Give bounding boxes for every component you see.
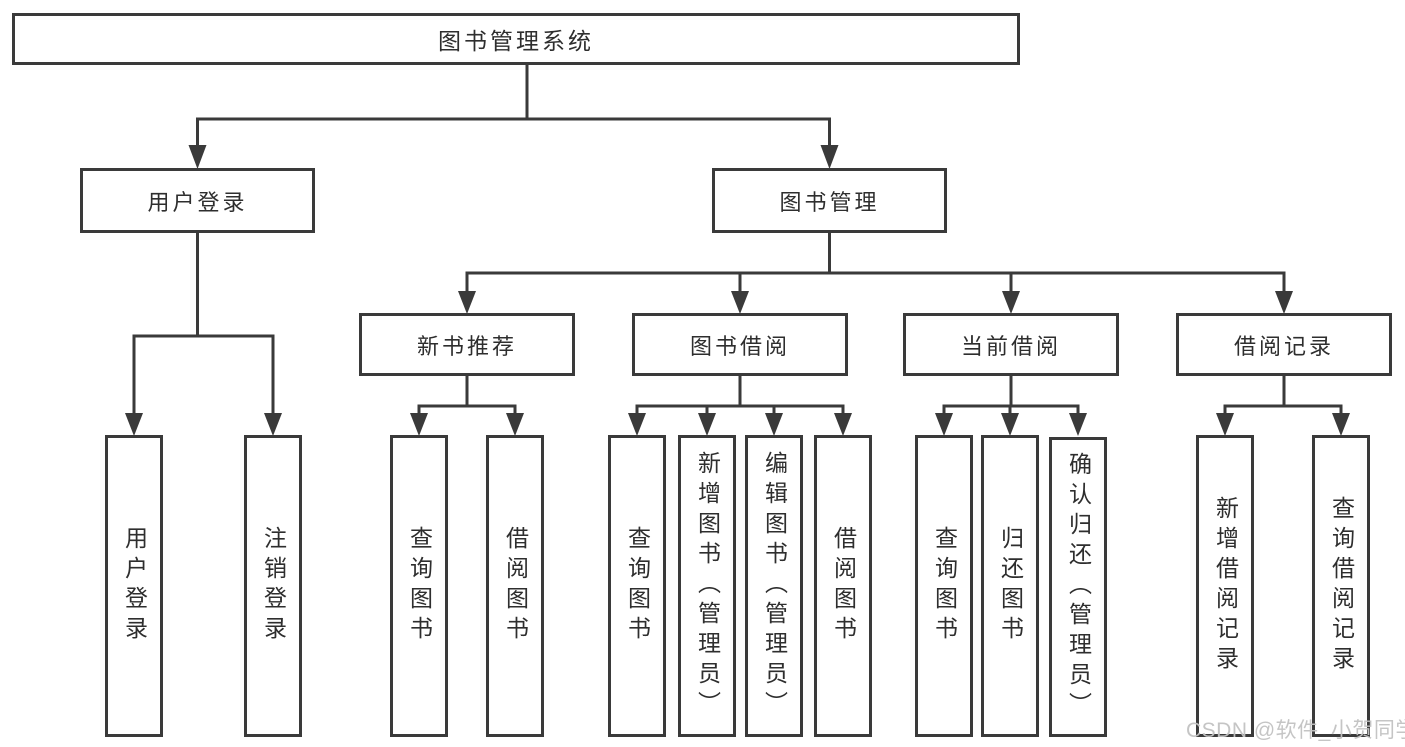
node-borrow-records: 借阅记录 bbox=[1176, 313, 1392, 376]
leaf-borrow-books: 借阅图书 bbox=[814, 435, 872, 737]
leaf-confirm-return-admin: 确认归还（管理员） bbox=[1049, 437, 1107, 737]
node-new-book-recommend: 新书推荐 bbox=[359, 313, 575, 376]
node-library-management-system: 图书管理系统 bbox=[12, 13, 1020, 65]
node-book-management: 图书管理 bbox=[712, 168, 947, 233]
leaf-return-books: 归还图书 bbox=[981, 435, 1039, 737]
csdn-watermark: CSDN @软件_小贺同学 bbox=[1186, 719, 1405, 742]
node-current-borrow: 当前借阅 bbox=[903, 313, 1119, 376]
node-user-login: 用户登录 bbox=[80, 168, 315, 233]
leaf-logout: 注销登录 bbox=[244, 435, 302, 737]
leaf-edit-books-admin: 编辑图书（管理员） bbox=[745, 435, 803, 737]
leaf-query-books-current: 查询图书 bbox=[915, 435, 973, 737]
leaf-borrow-books-recommend: 借阅图书 bbox=[486, 435, 544, 737]
leaf-query-borrow-record: 查询借阅记录 bbox=[1312, 435, 1370, 737]
leaf-add-borrow-record: 新增借阅记录 bbox=[1196, 435, 1254, 737]
leaf-query-books-recommend: 查询图书 bbox=[390, 435, 448, 737]
leaf-query-books-borrow: 查询图书 bbox=[608, 435, 666, 737]
leaf-add-books-admin: 新增图书（管理员） bbox=[678, 435, 736, 737]
node-book-borrow: 图书借阅 bbox=[632, 313, 848, 376]
leaf-user-login: 用户登录 bbox=[105, 435, 163, 737]
